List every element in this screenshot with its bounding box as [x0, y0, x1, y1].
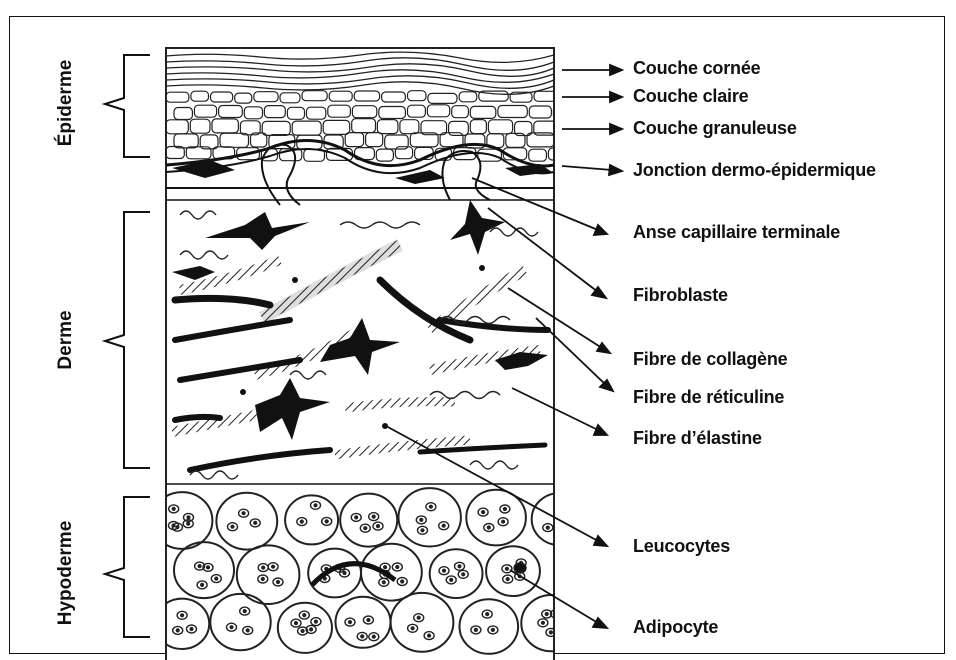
label-jonction-dermo-epidermique: Jonction dermo-épidermique: [633, 160, 876, 181]
derme-bracket: [105, 212, 150, 468]
epiderme-bracket: [105, 55, 150, 157]
label-fibre-reticuline: Fibre de réticuline: [633, 387, 784, 408]
label-anse-capillaire: Anse capillaire terminale: [633, 222, 840, 243]
layer-label-epiderme: Épiderme: [55, 60, 77, 147]
label-fibre-elastine: Fibre d’élastine: [633, 428, 762, 449]
hypoderme-bracket: [105, 497, 150, 637]
label-couche-cornee: Couche cornée: [633, 58, 760, 79]
label-fibroblaste: Fibroblaste: [633, 285, 728, 306]
layer-label-hypoderme: Hypoderme: [55, 521, 77, 626]
label-couche-granuleuse: Couche granuleuse: [633, 118, 797, 139]
label-adipocyte: Adipocyte: [633, 617, 718, 638]
label-leucocytes: Leucocytes: [633, 536, 730, 557]
label-fibre-collagene: Fibre de collagène: [633, 349, 787, 370]
label-couche-claire: Couche claire: [633, 86, 748, 107]
layer-label-derme: Derme: [55, 310, 77, 369]
